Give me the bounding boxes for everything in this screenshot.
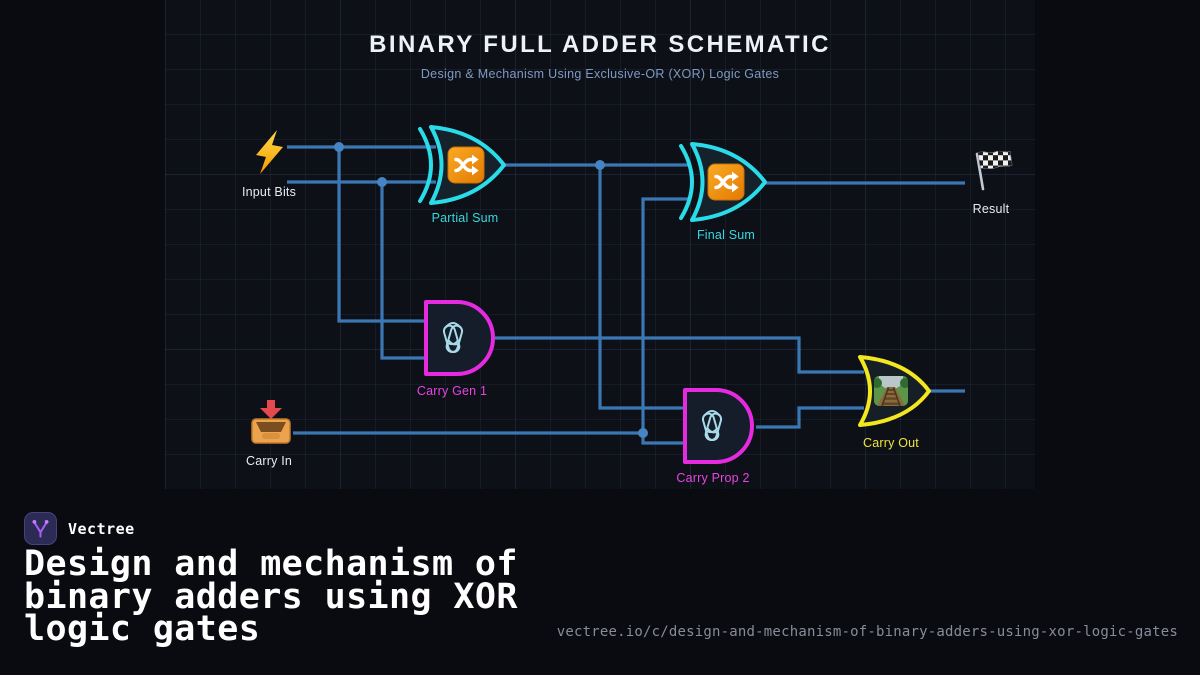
inbox-tray-icon: [251, 400, 291, 444]
label-final-sum: Final Sum: [696, 228, 756, 242]
carry-out-gate: [858, 355, 931, 427]
label-carry-out: Carry Out: [863, 436, 919, 450]
schematic-canvas: [251, 125, 1013, 464]
shuffle-arrows-icon: [706, 162, 746, 202]
carry-prop-2-gate: [683, 388, 754, 464]
xor-back-curve: [418, 127, 433, 203]
headline-line-2: binary adders using XOR: [24, 576, 518, 617]
page-title: BINARY FULL ADDER SCHEMATIC: [369, 31, 831, 58]
label-result: Result: [972, 202, 1010, 216]
label-carry-in: Carry In: [245, 454, 293, 468]
wire-carry-gen-carry-out: [495, 336, 864, 374]
wire-inputA-carry-gen: [337, 147, 430, 323]
junction-dot: [595, 160, 605, 170]
label-input-bits: Input Bits: [241, 185, 297, 199]
junction-dot: [377, 177, 387, 187]
headline-line-3: logic gates: [24, 609, 261, 649]
railway-track-icon: [872, 376, 910, 406]
carry-gen-1-gate: [424, 300, 495, 376]
xor-back-curve: [679, 144, 694, 220]
label-carry-gen-1: Carry Gen 1: [416, 384, 488, 398]
wire-carry-prop-carry-out: [756, 406, 864, 429]
headline-line-1: Design and mechanism of: [24, 544, 518, 584]
wire-partial-sum-carry-prop: [598, 165, 688, 410]
wire-carry-in-carry-prop: [641, 433, 688, 445]
brand-name: Vectree: [68, 519, 135, 538]
page-subtitle: Design & Mechanism Using Exclusive-OR (X…: [420, 67, 780, 81]
label-partial-sum: Partial Sum: [431, 211, 499, 225]
partial-sum-gate: [418, 125, 506, 205]
shuffle-arrows-icon: [446, 145, 486, 185]
page-url: vectree.io/c/design-and-mechanism-of-bin…: [556, 624, 1178, 640]
final-sum-gate: [679, 142, 767, 222]
wires: [287, 142, 965, 445]
wire-carry-in-final-sum: [641, 197, 688, 433]
checkered-flag-icon: [975, 150, 1013, 191]
wire-inputB-carry-gen: [380, 182, 430, 360]
label-carry-prop-2: Carry Prop 2: [676, 471, 750, 485]
vectree-logo-icon: [24, 512, 57, 545]
lightning-bolt-icon: [256, 130, 283, 174]
brand-row: Vectree: [24, 512, 135, 545]
headline: Design and mechanism of binary adders us…: [24, 544, 518, 649]
junction-dot: [334, 142, 344, 152]
junction-dot: [638, 428, 648, 438]
